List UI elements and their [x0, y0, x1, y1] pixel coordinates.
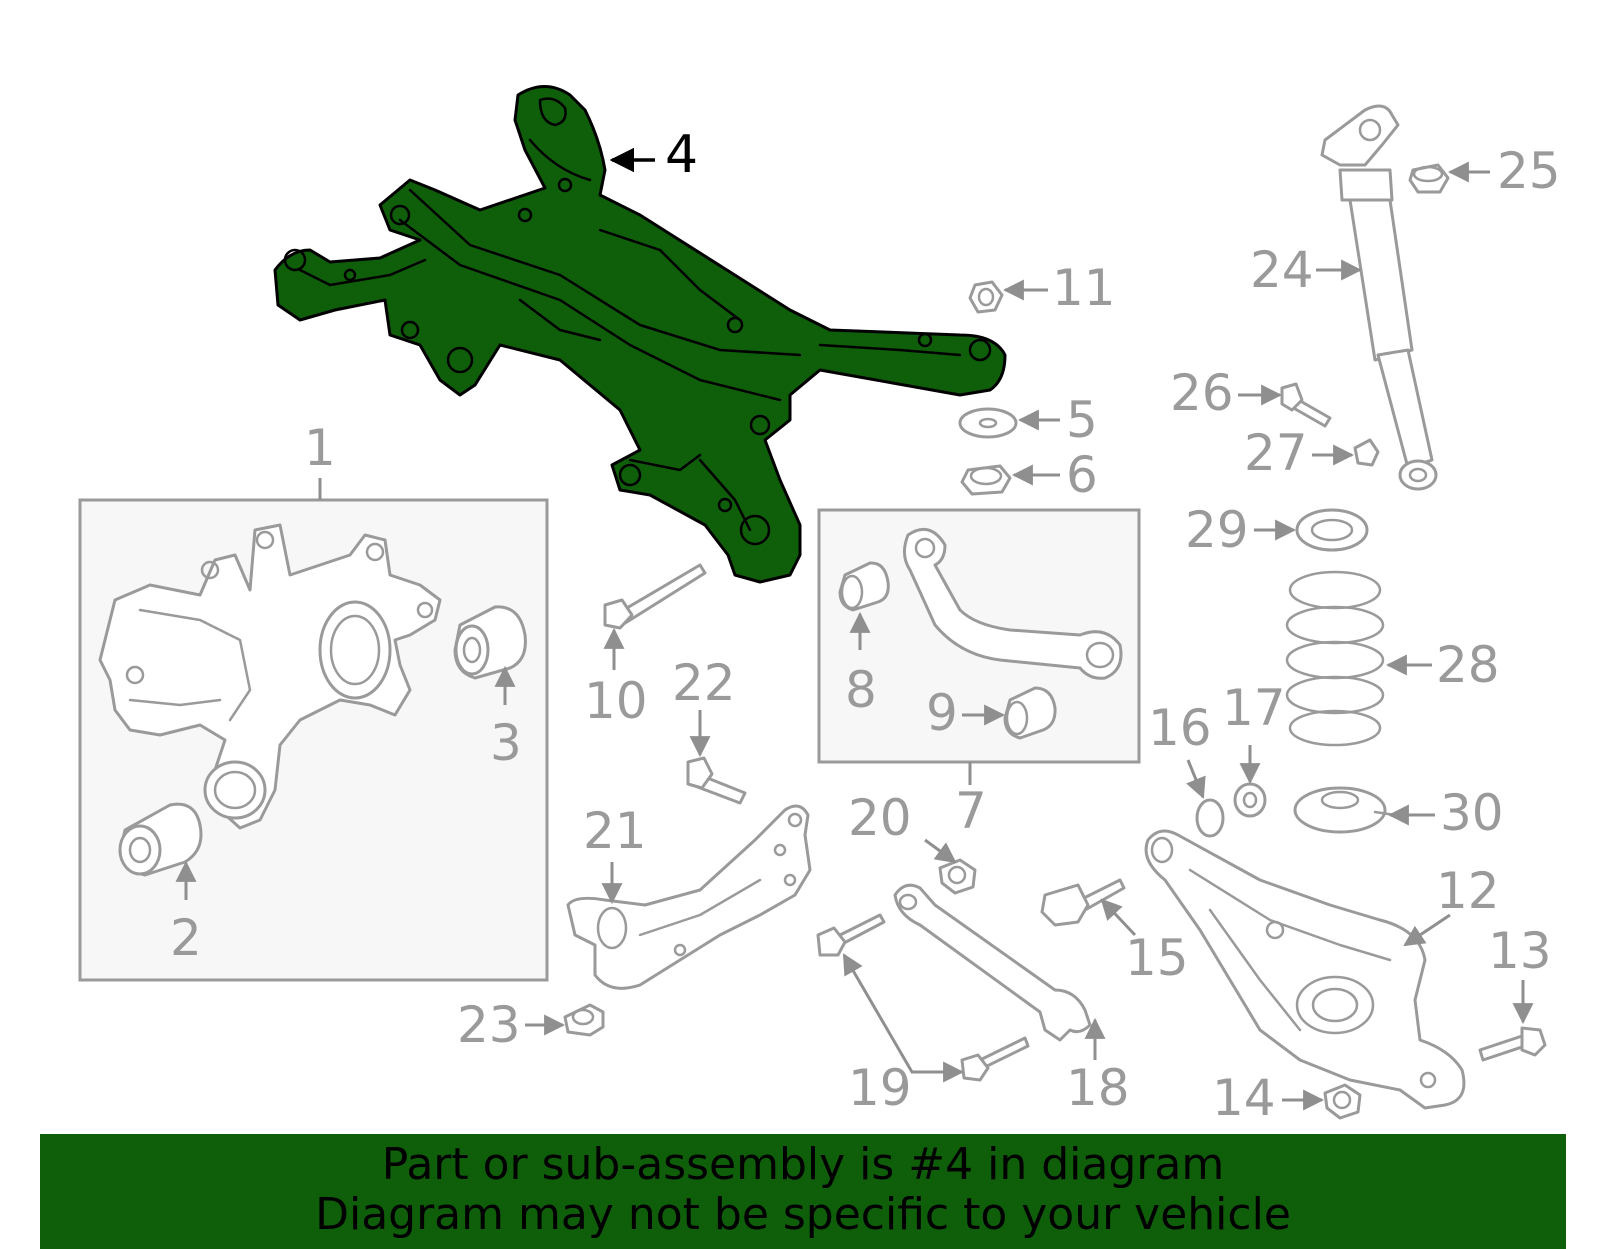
leader-20	[924, 838, 957, 864]
bushing-part-3[interactable]	[453, 605, 527, 680]
leader-15	[1100, 898, 1137, 937]
callout-9: 9	[926, 684, 958, 742]
callout-1: 1	[304, 419, 336, 477]
footer-banner: Part or sub-assembly is #4 in diagram Di…	[40, 1134, 1566, 1249]
callout-2: 2	[170, 909, 202, 967]
callout-20: 20	[848, 789, 912, 847]
callout-3: 3	[490, 714, 522, 772]
bolt-part-13[interactable]	[1478, 1026, 1547, 1062]
knuckle-part-1[interactable]	[98, 523, 442, 830]
clip-part-27[interactable]	[1353, 438, 1380, 467]
callout-30: 30	[1440, 784, 1504, 842]
callout-25: 25	[1497, 142, 1561, 200]
callout-16: 16	[1148, 699, 1212, 757]
footer-line-2: Diagram may not be specific to your vehi…	[315, 1189, 1291, 1240]
nut-part-20[interactable]	[938, 858, 977, 895]
callout-17: 17	[1222, 679, 1286, 737]
crossmember-part-4[interactable]	[273, 85, 1007, 584]
callout-4: 4	[665, 125, 698, 185]
bolt-part-10[interactable]	[603, 563, 707, 630]
callout-23: 23	[457, 996, 521, 1054]
callout-6: 6	[1066, 446, 1098, 504]
callout-8: 8	[845, 661, 877, 719]
callout-19: 19	[848, 1059, 912, 1117]
callout-28: 28	[1436, 636, 1500, 694]
callout-13: 13	[1488, 922, 1552, 980]
trailing-arm-part-21[interactable]	[566, 804, 812, 990]
callout-18: 18	[1066, 1059, 1130, 1117]
nut-part-6[interactable]	[960, 464, 1012, 496]
callout-26: 26	[1170, 364, 1234, 422]
callout-5: 5	[1066, 391, 1098, 449]
leader-19	[842, 953, 965, 1083]
spring-seat-part-30[interactable]	[1293, 786, 1397, 834]
spring-seat-part-29[interactable]	[1295, 508, 1369, 552]
washer-part-5[interactable]	[958, 407, 1018, 439]
bushing-part-8[interactable]	[838, 561, 890, 612]
callout-27: 27	[1244, 424, 1308, 482]
bolt-part-15[interactable]	[1040, 878, 1126, 927]
leader-12	[1403, 913, 1451, 947]
nut-part-11[interactable]	[968, 280, 1004, 314]
upper-arm-part-7[interactable]	[903, 527, 1123, 680]
shock-absorber-part-24[interactable]	[1320, 104, 1438, 491]
o-ring-part-16[interactable]	[1195, 798, 1225, 838]
callout-21: 21	[583, 802, 647, 860]
footer-line-1: Part or sub-assembly is #4 in diagram	[381, 1139, 1225, 1190]
callout-22: 22	[672, 654, 736, 712]
coil-spring-part-28[interactable]	[1285, 570, 1385, 747]
callout-15: 15	[1125, 929, 1189, 987]
lower-arm-part-12[interactable]	[1144, 829, 1466, 1110]
callout-14: 14	[1212, 1069, 1276, 1127]
callout-29: 29	[1185, 501, 1249, 559]
nut-part-25[interactable]	[1408, 163, 1450, 194]
bolt-part-19[interactable]	[816, 913, 1030, 1082]
leader-16	[1186, 759, 1206, 799]
bushing-part-17[interactable]	[1233, 782, 1267, 818]
nut-part-23[interactable]	[563, 1003, 605, 1037]
bushing-part-2[interactable]	[118, 802, 203, 877]
callout-11: 11	[1052, 259, 1116, 317]
bolt-part-26[interactable]	[1280, 382, 1332, 428]
callout-7: 7	[955, 782, 987, 840]
callout-10: 10	[584, 672, 648, 730]
callout-24: 24	[1250, 241, 1314, 299]
bolt-part-22[interactable]	[686, 756, 747, 805]
nut-part-14[interactable]	[1323, 1083, 1362, 1120]
callout-12: 12	[1436, 862, 1500, 920]
bushing-part-9[interactable]	[1003, 686, 1057, 740]
